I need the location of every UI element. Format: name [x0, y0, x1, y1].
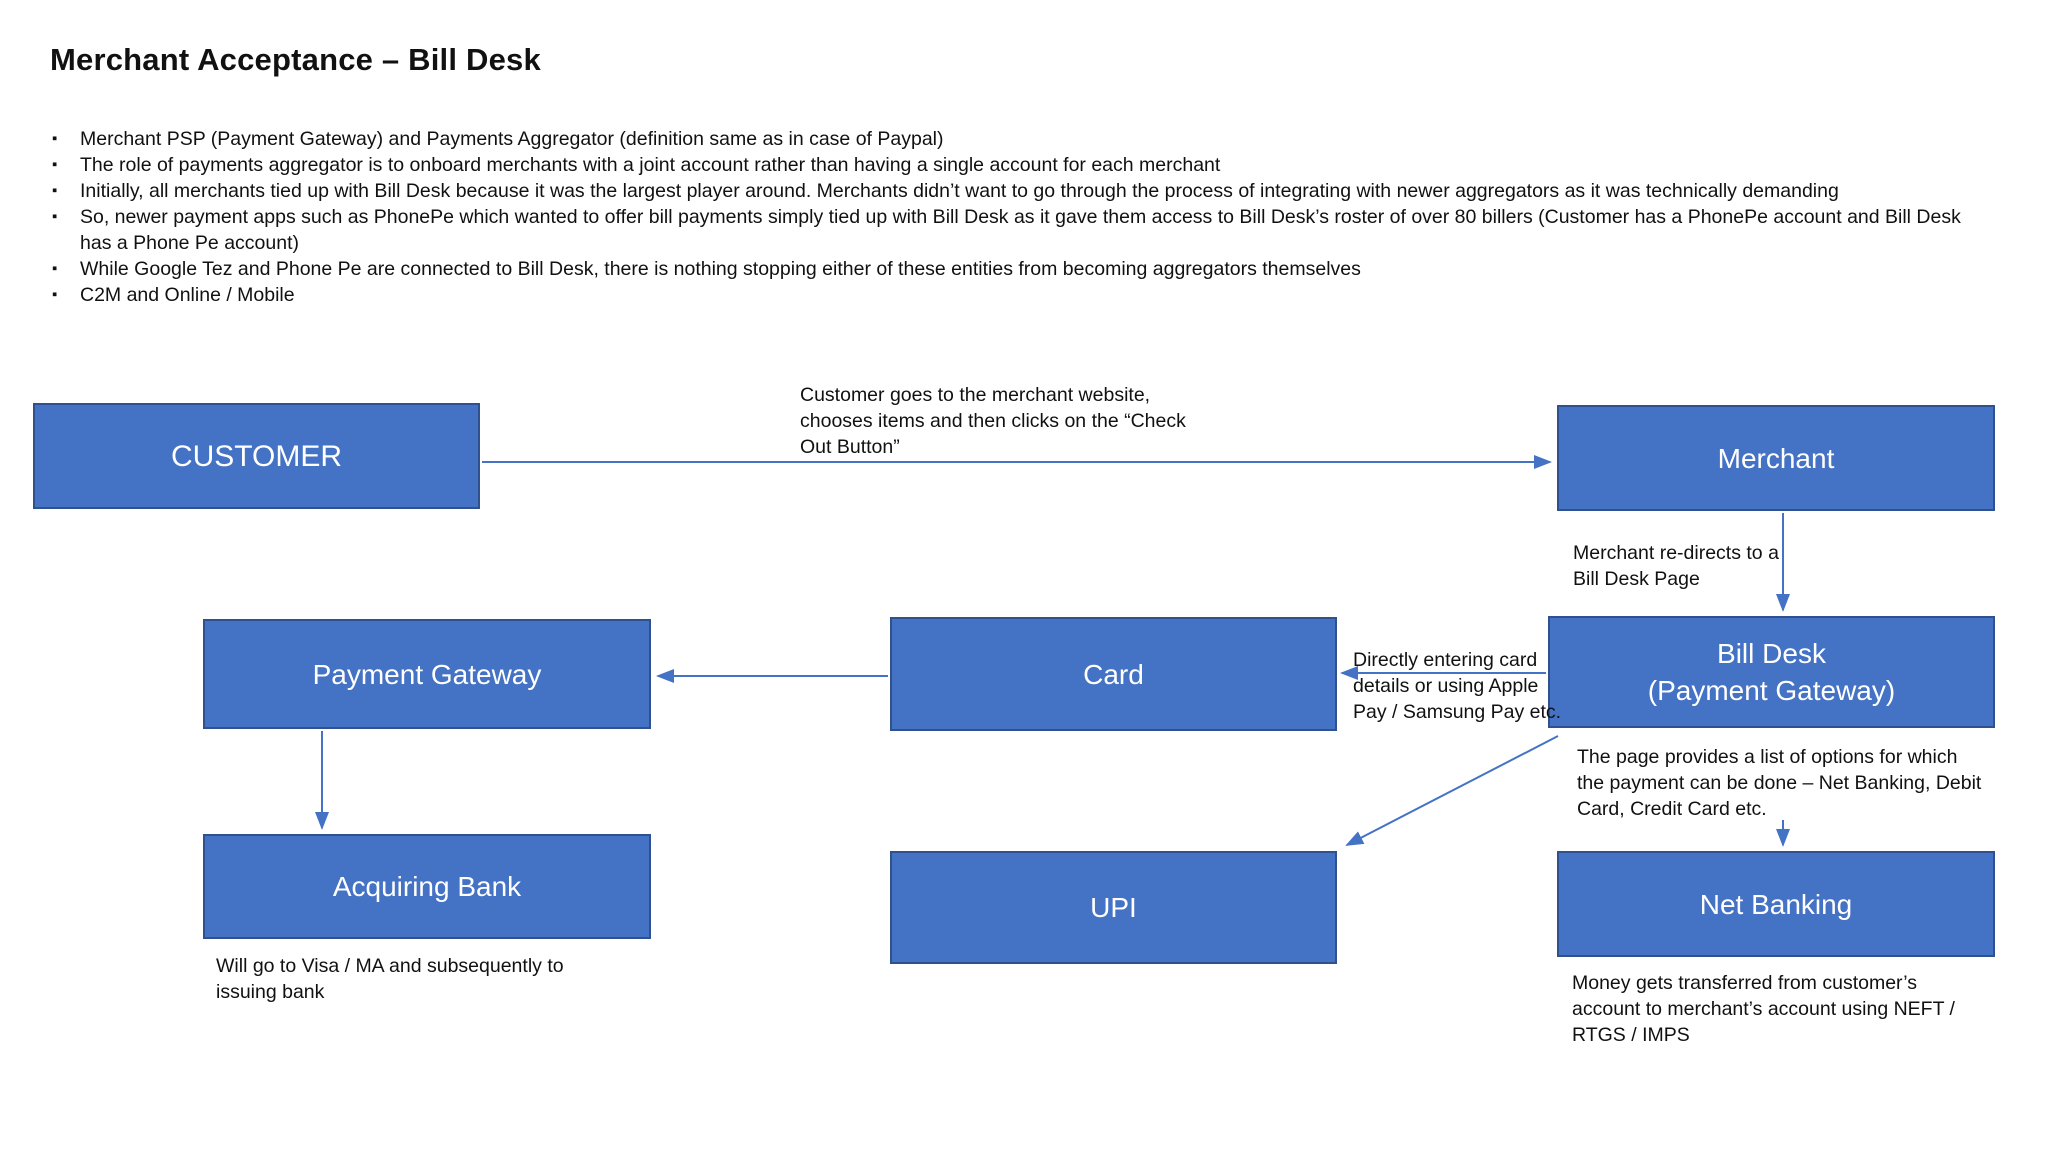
- annotation-options: The page provides a list of options for …: [1577, 746, 1982, 820]
- node-card-label: Card: [1083, 658, 1144, 690]
- node-acquiring-bank: Acquiring Bank: [203, 834, 651, 939]
- node-upi-label: UPI: [1090, 892, 1137, 923]
- bullet-list: Merchant PSP (Payment Gateway) and Payme…: [50, 126, 1970, 308]
- node-customer: CUSTOMER: [33, 403, 480, 509]
- node-bill-desk-label-line1: Bill Desk: [1717, 638, 1826, 669]
- annotation-checkout: Customer goes to the merchant website, c…: [800, 384, 1186, 458]
- node-net-banking-label: Net Banking: [1699, 888, 1853, 920]
- bullet-item: C2M and Online / Mobile: [50, 282, 1970, 308]
- annotation-visa: Will go to Visa / MA and subsequently to…: [216, 955, 564, 1003]
- annotation-neft: Money gets transferred from customer’s a…: [1572, 972, 1955, 1046]
- node-merchant-label: Merchant: [1717, 442, 1835, 474]
- node-payment-gateway-label: Payment Gateway: [312, 658, 542, 690]
- annotation-card-entry: Directly entering card details or using …: [1353, 649, 1562, 723]
- node-upi: UPI: [890, 851, 1337, 964]
- node-bill-desk-label-line2: (Payment Gateway): [1647, 675, 1896, 706]
- node-payment-gateway: Payment Gateway: [203, 619, 651, 729]
- bullet-item: Merchant PSP (Payment Gateway) and Payme…: [50, 126, 1970, 152]
- node-merchant: Merchant: [1557, 405, 1995, 511]
- node-acquiring-bank-label: Acquiring Bank: [332, 871, 522, 902]
- bullet-item: While Google Tez and Phone Pe are connec…: [50, 256, 1970, 282]
- bullet-item: Initially, all merchants tied up with Bi…: [50, 178, 1970, 204]
- annotation-redirect: Merchant re-directs to a Bill Desk Page: [1573, 542, 1779, 590]
- node-customer-label: CUSTOMER: [170, 439, 343, 473]
- arrow-billdesk-to-upi: [1345, 735, 1559, 846]
- node-card: Card: [890, 617, 1337, 731]
- bullet-item: So, newer payment apps such as PhonePe w…: [50, 204, 1970, 256]
- node-net-banking: Net Banking: [1557, 851, 1995, 957]
- bullet-item: The role of payments aggregator is to on…: [50, 152, 1970, 178]
- node-bill-desk: Bill Desk (Payment Gateway): [1548, 616, 1995, 728]
- page-title: Merchant Acceptance – Bill Desk: [50, 42, 541, 77]
